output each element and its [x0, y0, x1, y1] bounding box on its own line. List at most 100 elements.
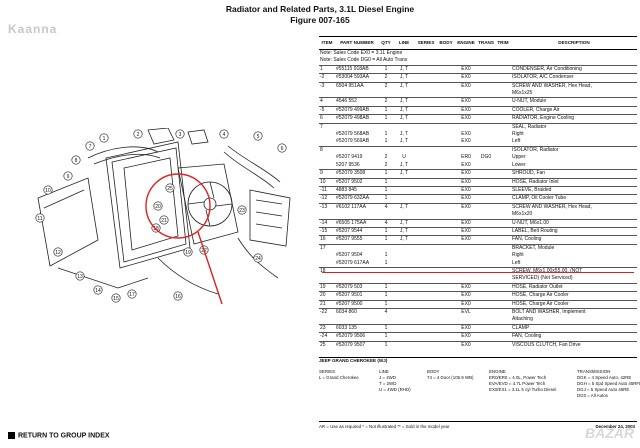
table-cell: [477, 194, 495, 204]
table-cell: [379, 316, 393, 324]
table-cell: [437, 114, 455, 124]
table-cell: [393, 90, 415, 98]
table-cell: [455, 266, 477, 276]
table-cell: [379, 266, 393, 276]
table-cell: [437, 81, 455, 91]
table-row: 7 SEAL, Radiator: [319, 122, 637, 132]
table-cell: [415, 185, 437, 195]
table-cell: #5207 9504: [336, 252, 363, 259]
table-cell: #6505 175AA: [335, 218, 379, 228]
table-cell: [477, 97, 495, 107]
callout-17: 17: [127, 289, 137, 299]
table-cell: J, T: [399, 161, 409, 168]
table-cell: #5207 9555: [335, 235, 379, 245]
table-cell: [477, 185, 495, 195]
table-cell: [335, 266, 379, 276]
table-cell: SERVICED) (Not Serviced): [512, 275, 573, 282]
note-row: Note: Sales Code EX0 = 3.1L Engine: [319, 50, 637, 58]
legend-line: LINE: [379, 369, 389, 374]
table-cell: BRACKET, Module: [511, 243, 637, 253]
watermark: Kaanna: [8, 22, 58, 36]
table-cell: [495, 185, 511, 195]
table-cell: [393, 340, 415, 350]
page-footer: AR = Use as required * = Not Illustrated…: [319, 421, 637, 429]
table-cell: #55115 918AB: [335, 64, 379, 74]
table-cell: 1: [379, 177, 393, 187]
note-row: Note: Sales Code DG0 = All Auto Trans: [319, 57, 637, 65]
callout-1: 1: [99, 133, 109, 143]
table-cell: [477, 299, 495, 309]
svg-text:24: 24: [255, 256, 261, 262]
table-cell: #5207 9500: [335, 299, 379, 309]
table-cell: [415, 235, 437, 245]
table-cell: #6102 117AA: [335, 202, 379, 212]
table-cell: [495, 218, 511, 228]
table-cell: EX0: [455, 291, 477, 301]
svg-text:12: 12: [55, 250, 61, 256]
table-cell: [335, 243, 379, 253]
table-cell: [495, 226, 511, 236]
table-cell: [437, 202, 455, 212]
return-to-group-index-link[interactable]: RETURN TO GROUP INDEX: [8, 432, 110, 439]
table-cell: 4: [319, 97, 335, 107]
legend-line: U = 4WD (RHD): [379, 387, 411, 392]
table-cell: [415, 138, 437, 146]
table-cell: [393, 252, 415, 259]
table-cell: 7: [319, 122, 335, 132]
svg-text:14: 14: [95, 288, 101, 294]
table-cell: [393, 299, 415, 309]
table-cell: [437, 73, 455, 83]
table-cell: [455, 252, 477, 259]
table-cell: 1: [384, 259, 388, 266]
callout-12: 12: [53, 247, 63, 257]
table-cell: [437, 211, 455, 219]
table-cell: [393, 323, 415, 333]
table-cell: [415, 252, 437, 259]
table-cell: J, T: [393, 105, 415, 115]
table-cell: [477, 114, 495, 124]
table-cell: [319, 138, 335, 146]
footer-date: December 24, 2003: [595, 424, 635, 429]
table-cell: ISOLATOR, Radiator: [511, 145, 637, 155]
table-cell: [477, 90, 495, 98]
table-cell: [415, 291, 437, 301]
table-cell: 5207 9536: [336, 161, 360, 168]
callout-4: 4: [219, 129, 229, 139]
table-cell: [437, 97, 455, 107]
table-cell: [477, 275, 495, 283]
table-cell: 1: [379, 169, 393, 178]
table-cell: [393, 332, 415, 342]
table-cell: [455, 316, 477, 324]
table-cell: [477, 218, 495, 228]
square-bullet-icon: [8, 432, 15, 439]
table-cell: U-NUT, M6x1.00: [511, 218, 637, 228]
legend-line: SERIES: [319, 369, 336, 374]
legend-line: ER0/ER0 = 4.0L, Power Tech: [489, 375, 547, 380]
table-cell: [477, 226, 495, 236]
table-cell: -2: [319, 73, 335, 83]
table-cell: 1: [379, 299, 393, 309]
table-cell: [379, 243, 393, 253]
table-cell: #5207 9502: [335, 177, 379, 187]
table-cell: [437, 90, 455, 98]
table-cell: [477, 332, 495, 342]
table-cell: [495, 252, 511, 259]
table-cell: SEAL, Radiator: [511, 122, 637, 132]
table-cell: 1: [379, 291, 393, 301]
table-cell: 1: [379, 105, 393, 115]
table-cell: [415, 218, 437, 228]
table-cell: -13: [319, 202, 335, 212]
table-cell: [393, 145, 415, 155]
callout-5: 5: [253, 131, 263, 141]
table-cell: J, T: [393, 202, 415, 212]
legend-line: TRANSMISSION: [577, 369, 611, 374]
table-cell: EX0: [455, 299, 477, 309]
table-cell: #52079 568AB: [336, 131, 370, 138]
table-cell: [455, 90, 477, 98]
svg-text:5: 5: [257, 134, 260, 140]
table-cell: EX0: [455, 282, 477, 292]
table-cell: [495, 81, 511, 91]
